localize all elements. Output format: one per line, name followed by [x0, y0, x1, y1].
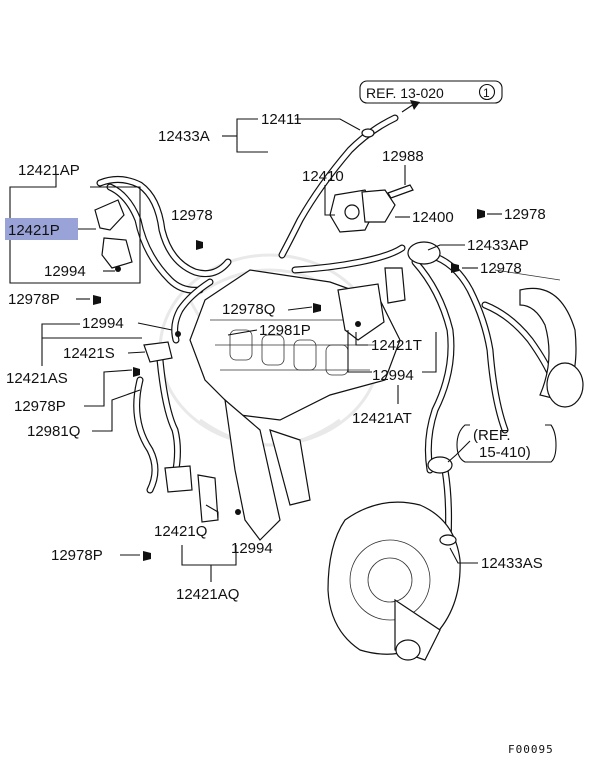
bracket-12421P: [94, 199, 133, 269]
part-12978P-c[interactable]: 12978P: [51, 547, 103, 564]
part-12421T[interactable]: 12421T: [371, 337, 422, 354]
part-12981P[interactable]: 12981P: [259, 322, 311, 339]
highlight-box: [5, 218, 78, 240]
clamp-12433AP: [407, 241, 441, 265]
part-12410[interactable]: 12410: [302, 168, 344, 185]
part-12433AS[interactable]: 12433AS: [481, 555, 543, 572]
part-12421AQ[interactable]: 12421AQ: [176, 586, 239, 603]
part-12433A[interactable]: 12433A: [158, 128, 210, 145]
part-12421Q[interactable]: 12421Q: [154, 523, 207, 540]
part-12421AS[interactable]: 12421AS: [6, 370, 68, 387]
clamp-12433AS: [439, 534, 457, 546]
part-12421P[interactable]: 12421P: [8, 222, 60, 239]
ref-13-020-box[interactable]: [359, 80, 503, 104]
bracket-12421Q: [164, 465, 219, 523]
ref-15-410-box[interactable]: [456, 424, 557, 463]
part-12411[interactable]: 12411: [261, 111, 302, 128]
part-12421AT[interactable]: 12421AT: [352, 410, 412, 427]
part-12433AP[interactable]: 12433AP: [467, 237, 529, 254]
ref-13-label[interactable]: REF. 13-020: [366, 85, 444, 101]
solenoid-12421S: [143, 341, 173, 363]
part-12994-d[interactable]: 12994: [231, 540, 273, 557]
turbocharger: [327, 501, 461, 661]
part-12400[interactable]: 12400: [412, 209, 454, 226]
bolt-markers: [93, 209, 485, 561]
part-12994-a[interactable]: 12994: [44, 263, 86, 280]
ref-clamp: [427, 456, 453, 474]
bracket-12421T: [337, 267, 406, 341]
ref-15-label[interactable]: (REF.: [473, 427, 511, 444]
part-12421S[interactable]: 12421S: [63, 345, 115, 362]
figure-code: F00095: [508, 743, 554, 756]
solenoid-12400: [361, 189, 396, 223]
part-12981Q[interactable]: 12981Q: [27, 423, 80, 440]
ref-13-circle-number: 1: [483, 86, 490, 100]
part-12978P-b[interactable]: 12978P: [14, 398, 66, 415]
part-12988[interactable]: 12988: [382, 148, 424, 165]
part-12994-c[interactable]: 12994: [372, 367, 414, 384]
leader-lines: [9, 118, 502, 582]
part-12978P-a[interactable]: 12978P: [8, 291, 60, 308]
part-12421AP[interactable]: 12421AP: [18, 162, 80, 179]
part-12994-b[interactable]: 12994: [82, 315, 124, 332]
part-12978Q[interactable]: 12978Q: [222, 301, 275, 318]
ref-15-number[interactable]: 15-410): [479, 444, 531, 461]
part-12978-a[interactable]: 12978: [171, 207, 213, 224]
bolt-12988: [387, 184, 414, 199]
part-12978-c[interactable]: 12978: [480, 260, 522, 277]
air-pipe-right: [494, 269, 584, 408]
part-12978-b[interactable]: 12978: [504, 206, 546, 223]
